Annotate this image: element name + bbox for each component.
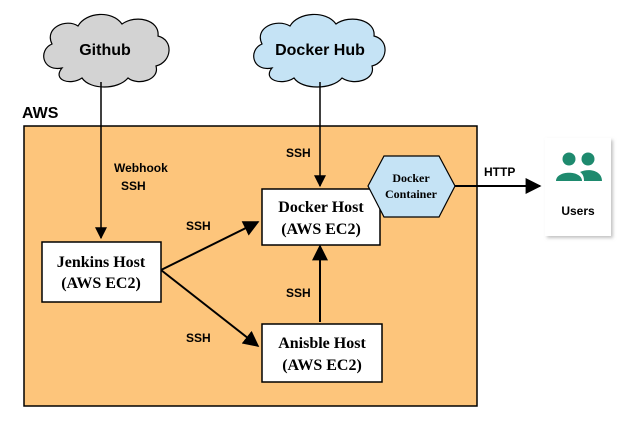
github-cloud: Github: [43, 13, 170, 88]
docker-container-line1: Docker: [392, 171, 430, 185]
users-label: Users: [561, 204, 595, 218]
docker-host-subtitle: (AWS EC2): [281, 221, 361, 238]
jenkins-host-node: Jenkins Host (AWS EC2): [41, 241, 162, 303]
aws-label: AWS: [22, 105, 59, 122]
ansible-host-node: Anisble Host (AWS EC2): [261, 323, 383, 383]
users-node: Users: [545, 138, 611, 236]
ansible-host-title: Anisble Host: [278, 335, 366, 352]
edge-label-jenkins-docker-ssh: SSH: [186, 219, 211, 233]
edge-label-http: HTTP: [484, 165, 515, 179]
dockerhub-cloud: Docker Hub: [253, 13, 386, 88]
docker-host-title: Docker Host: [278, 199, 364, 216]
edge-label-webhook: Webhook: [114, 161, 168, 175]
edge-label-jenkins-ansible-ssh: SSH: [186, 331, 211, 345]
edge-label-ansible-docker-ssh: SSH: [286, 286, 311, 300]
users-icon: [556, 152, 602, 181]
jenkins-host-subtitle: (AWS EC2): [61, 275, 141, 292]
dockerhub-label: Docker Hub: [275, 42, 365, 59]
edge-jenkins-docker: [160, 221, 260, 271]
docker-host-node: Docker Host (AWS EC2): [261, 188, 381, 246]
edge-jenkins-ansible: [160, 269, 260, 347]
edge-label-webhook-ssh: SSH: [121, 179, 146, 193]
docker-container-node: Docker Container: [367, 155, 456, 218]
jenkins-host-title: Jenkins Host: [57, 254, 146, 271]
ansible-host-subtitle: (AWS EC2): [282, 357, 362, 374]
edge-label-dockerhub-ssh: SSH: [286, 146, 311, 160]
docker-container-line2: Container: [385, 187, 438, 201]
github-label: Github: [79, 42, 131, 59]
